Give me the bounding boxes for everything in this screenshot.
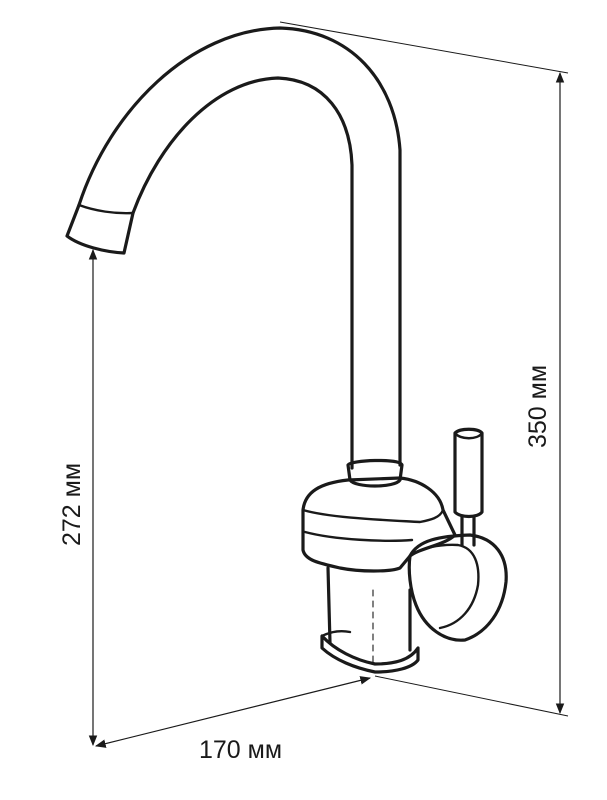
label-spout-height: 272 мм [58,463,86,546]
spout-inner-contour [131,76,354,470]
spout-nozzle [65,203,135,255]
faucet-body [301,476,457,573]
faucet-base-column [326,566,412,652]
handle-cap [407,533,508,642]
body-facet-line-2 [303,530,414,542]
lever-top-face [453,431,484,440]
base-plate-rim [320,630,352,638]
spout-collar [346,458,404,488]
faucet-base-plate [320,634,420,674]
spout-outer-contour [77,26,402,467]
faucet-drawing [65,26,508,674]
body-facet-line [301,508,445,524]
handle-lever [453,427,484,519]
extension-line-bottom [374,675,569,717]
label-total-height: 350 мм [524,365,552,448]
label-reach: 170 мм [199,736,282,764]
handle-cap-edge [408,543,480,630]
lever-stem [460,515,476,547]
nozzle-ring [77,203,135,215]
dim-line-reach [94,676,372,748]
extension-line-top [279,21,569,74]
dimension-lines [88,21,569,748]
